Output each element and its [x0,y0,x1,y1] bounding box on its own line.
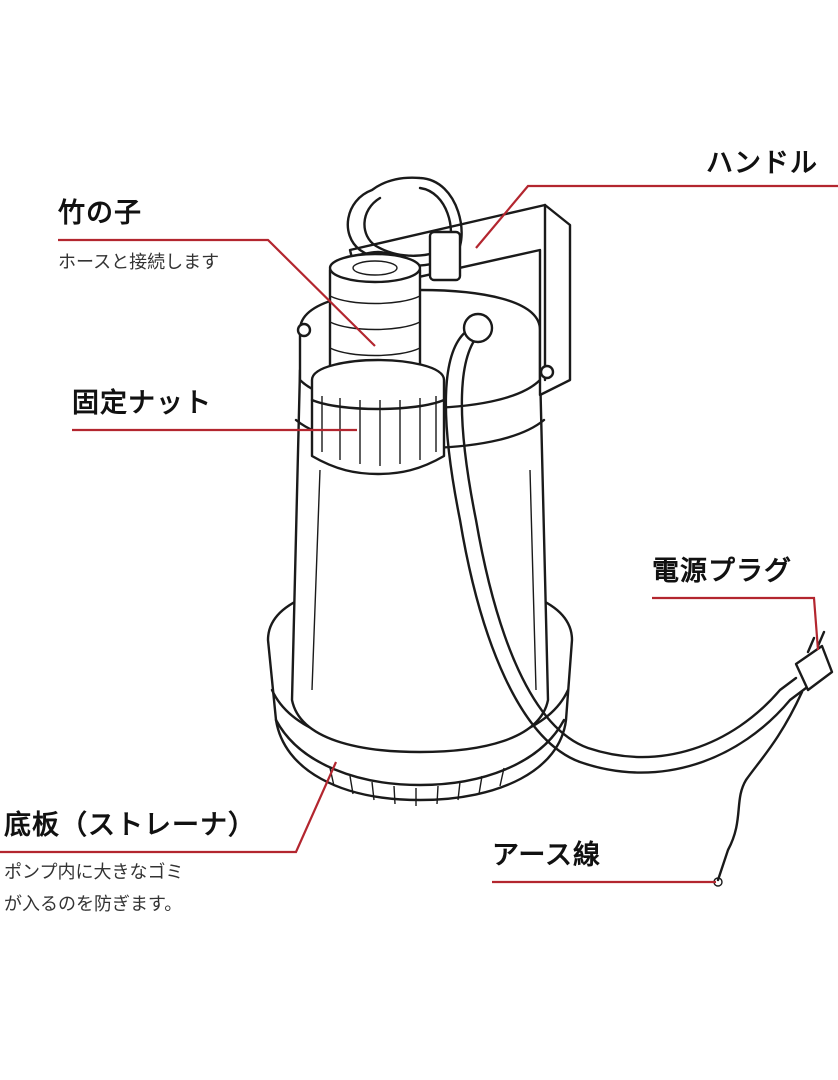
leader-strainer [0,761,338,854]
cable-gland [428,230,462,282]
leader-handle [475,184,838,249]
callout-handle-label: ハンドル [706,148,818,179]
callout-strainer-label: 底板（ストレーナ） [4,810,256,841]
callout-nozzle-desc: ホースと接続します [58,252,220,273]
callout-strainer-desc-line1: ポンプ内に大きなゴミ [4,862,184,883]
leader-nozzle [58,238,376,347]
pump-illustration [266,176,834,887]
power-plug [794,630,834,692]
callout-earth-label: アース線 [492,840,602,871]
callout-nozzle-label: 竹の子 [58,198,142,229]
fixing-nut [310,358,446,476]
hose-nozzle [328,250,422,380]
earth-wire [716,690,804,882]
callout-nut-label: 固定ナット [72,388,212,419]
leader-plug [652,596,820,651]
callout-plug-label: 電源プラグ [652,556,792,587]
power-cable [444,312,808,774]
leader-lines [0,184,838,884]
callout-strainer-desc-line2: が入るのを防ぎます。 [4,894,183,915]
